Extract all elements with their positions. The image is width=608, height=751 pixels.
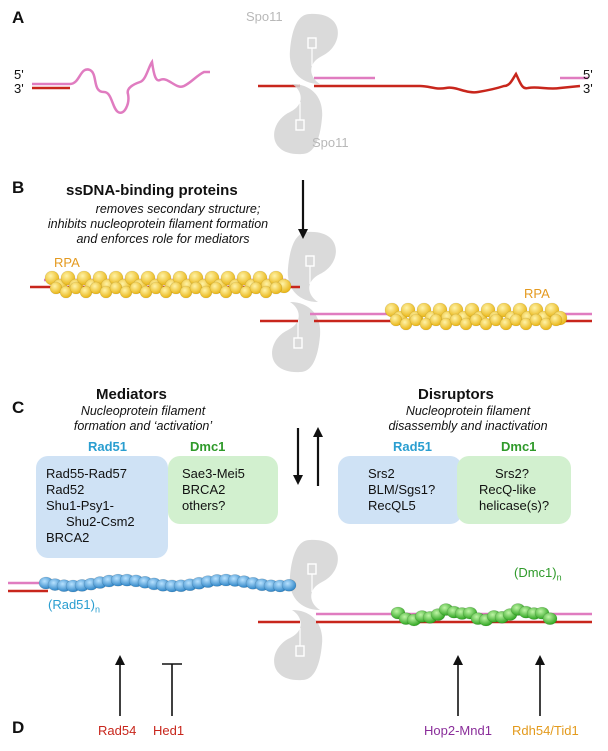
rad54-label: Rad54 xyxy=(98,723,137,738)
mediator-rad51-item: Shu1-Psy1- xyxy=(46,498,114,513)
hed1-label: Hed1 xyxy=(153,723,185,738)
disruptor-rad51-item: BLM/Sgs1? xyxy=(368,482,436,497)
mediator-rad51-box: Rad55-Rad57 Rad52 Shu1-Psy1- Shu2-Csm2 B… xyxy=(36,456,168,558)
mediator-rad51-item: BRCA2 xyxy=(46,530,90,545)
disruptor-dmc1-item: RecQ-like xyxy=(479,482,537,497)
single-strand-overhang xyxy=(314,71,581,94)
three-prime-label-left: 3' xyxy=(14,81,24,96)
disruptors-title: Disruptors xyxy=(418,386,494,403)
mediators-description-line1: Nucleoprotein filament xyxy=(80,404,206,418)
hop2-mnd1-label: Hop2-Mnd1 xyxy=(424,723,492,738)
disruptor-rad51-box: Srs2 BLM/Sgs1? RecQL5 xyxy=(338,456,462,524)
panel-label-a: A xyxy=(12,8,25,27)
mediator-dmc1-heading: Dmc1 xyxy=(190,439,226,454)
panel-label-d: D xyxy=(12,718,25,737)
ssdna-binding-title: ssDNA-binding proteins xyxy=(66,182,238,199)
disruptor-dmc1-item: Srs2? xyxy=(495,466,529,481)
rdh54-tid1-label: Rdh54/Tid1 xyxy=(512,723,579,738)
spo11-protein-icon xyxy=(274,539,338,681)
panel-b-right-dna xyxy=(260,302,592,331)
three-prime-label-right: 3' xyxy=(583,81,593,96)
dmc1-filament-label: (Dmc1)n xyxy=(514,565,562,583)
mediator-dmc1-box: Sae3-Mei5 BRCA2 others? xyxy=(168,456,278,524)
mediators-title: Mediators xyxy=(96,386,167,403)
single-strand-overhang xyxy=(32,58,210,115)
rpa-label-right: RPA xyxy=(524,286,550,301)
rpa-protein-cluster xyxy=(44,270,292,299)
panel-label-c: C xyxy=(12,398,25,417)
disruptor-rad51-item: Srs2 xyxy=(368,466,395,481)
disruptor-rad51-heading: Rad51 xyxy=(393,439,433,454)
mediator-rad51-item: Shu2-Csm2 xyxy=(66,514,135,529)
panel-label-b: B xyxy=(12,178,25,197)
dmc1-filament xyxy=(258,603,592,627)
mediator-rad51-item: Rad52 xyxy=(46,482,85,497)
disruptors-description-line1: Nucleoprotein filament xyxy=(405,404,531,418)
rpa-label-left: RPA xyxy=(54,255,80,270)
five-prime-label-right: 5' xyxy=(583,67,593,82)
disruptor-dmc1-box: Srs2? RecQ-like helicase(s)? xyxy=(457,456,571,524)
five-prime-label-left: 5' xyxy=(14,67,24,82)
ssdna-description-line2: inhibits nucleoprotein filament formatio… xyxy=(47,217,269,231)
mediator-rad51-heading: Rad51 xyxy=(88,439,128,454)
ssdna-description-line3: and enforces role for mediators xyxy=(76,232,250,246)
spo11-protein-icon xyxy=(272,231,336,373)
panel-a-right-dna xyxy=(258,71,588,94)
disruptor-rad51-item: RecQL5 xyxy=(368,498,416,513)
panel-a-left-dna xyxy=(32,58,210,115)
disruptors-description-line2: disassembly and inactivation xyxy=(388,419,548,433)
disruptor-dmc1-heading: Dmc1 xyxy=(501,439,537,454)
spo11-label-bottom: Spo11 xyxy=(312,135,349,150)
mediator-rad51-item: Rad55-Rad57 xyxy=(46,466,127,481)
mediator-dmc1-item: Sae3-Mei5 xyxy=(182,466,245,481)
spo11-protein-icon xyxy=(274,13,338,155)
disruptor-dmc1-item: helicase(s)? xyxy=(479,498,550,513)
mediator-dmc1-item: BRCA2 xyxy=(182,482,226,497)
panel-b-left-dna xyxy=(30,270,300,299)
ssdna-description-line1: removes secondary structure; xyxy=(95,202,261,216)
rad51-filament-label: (Rad51)n xyxy=(48,597,100,615)
mediator-dmc1-item: others? xyxy=(182,498,226,513)
rpa-protein-cluster xyxy=(384,302,568,331)
spo11-label-top: Spo11 xyxy=(246,9,283,24)
rad51-filament xyxy=(8,573,297,593)
mediators-description-line2: formation and ‘activation’ xyxy=(73,419,213,433)
